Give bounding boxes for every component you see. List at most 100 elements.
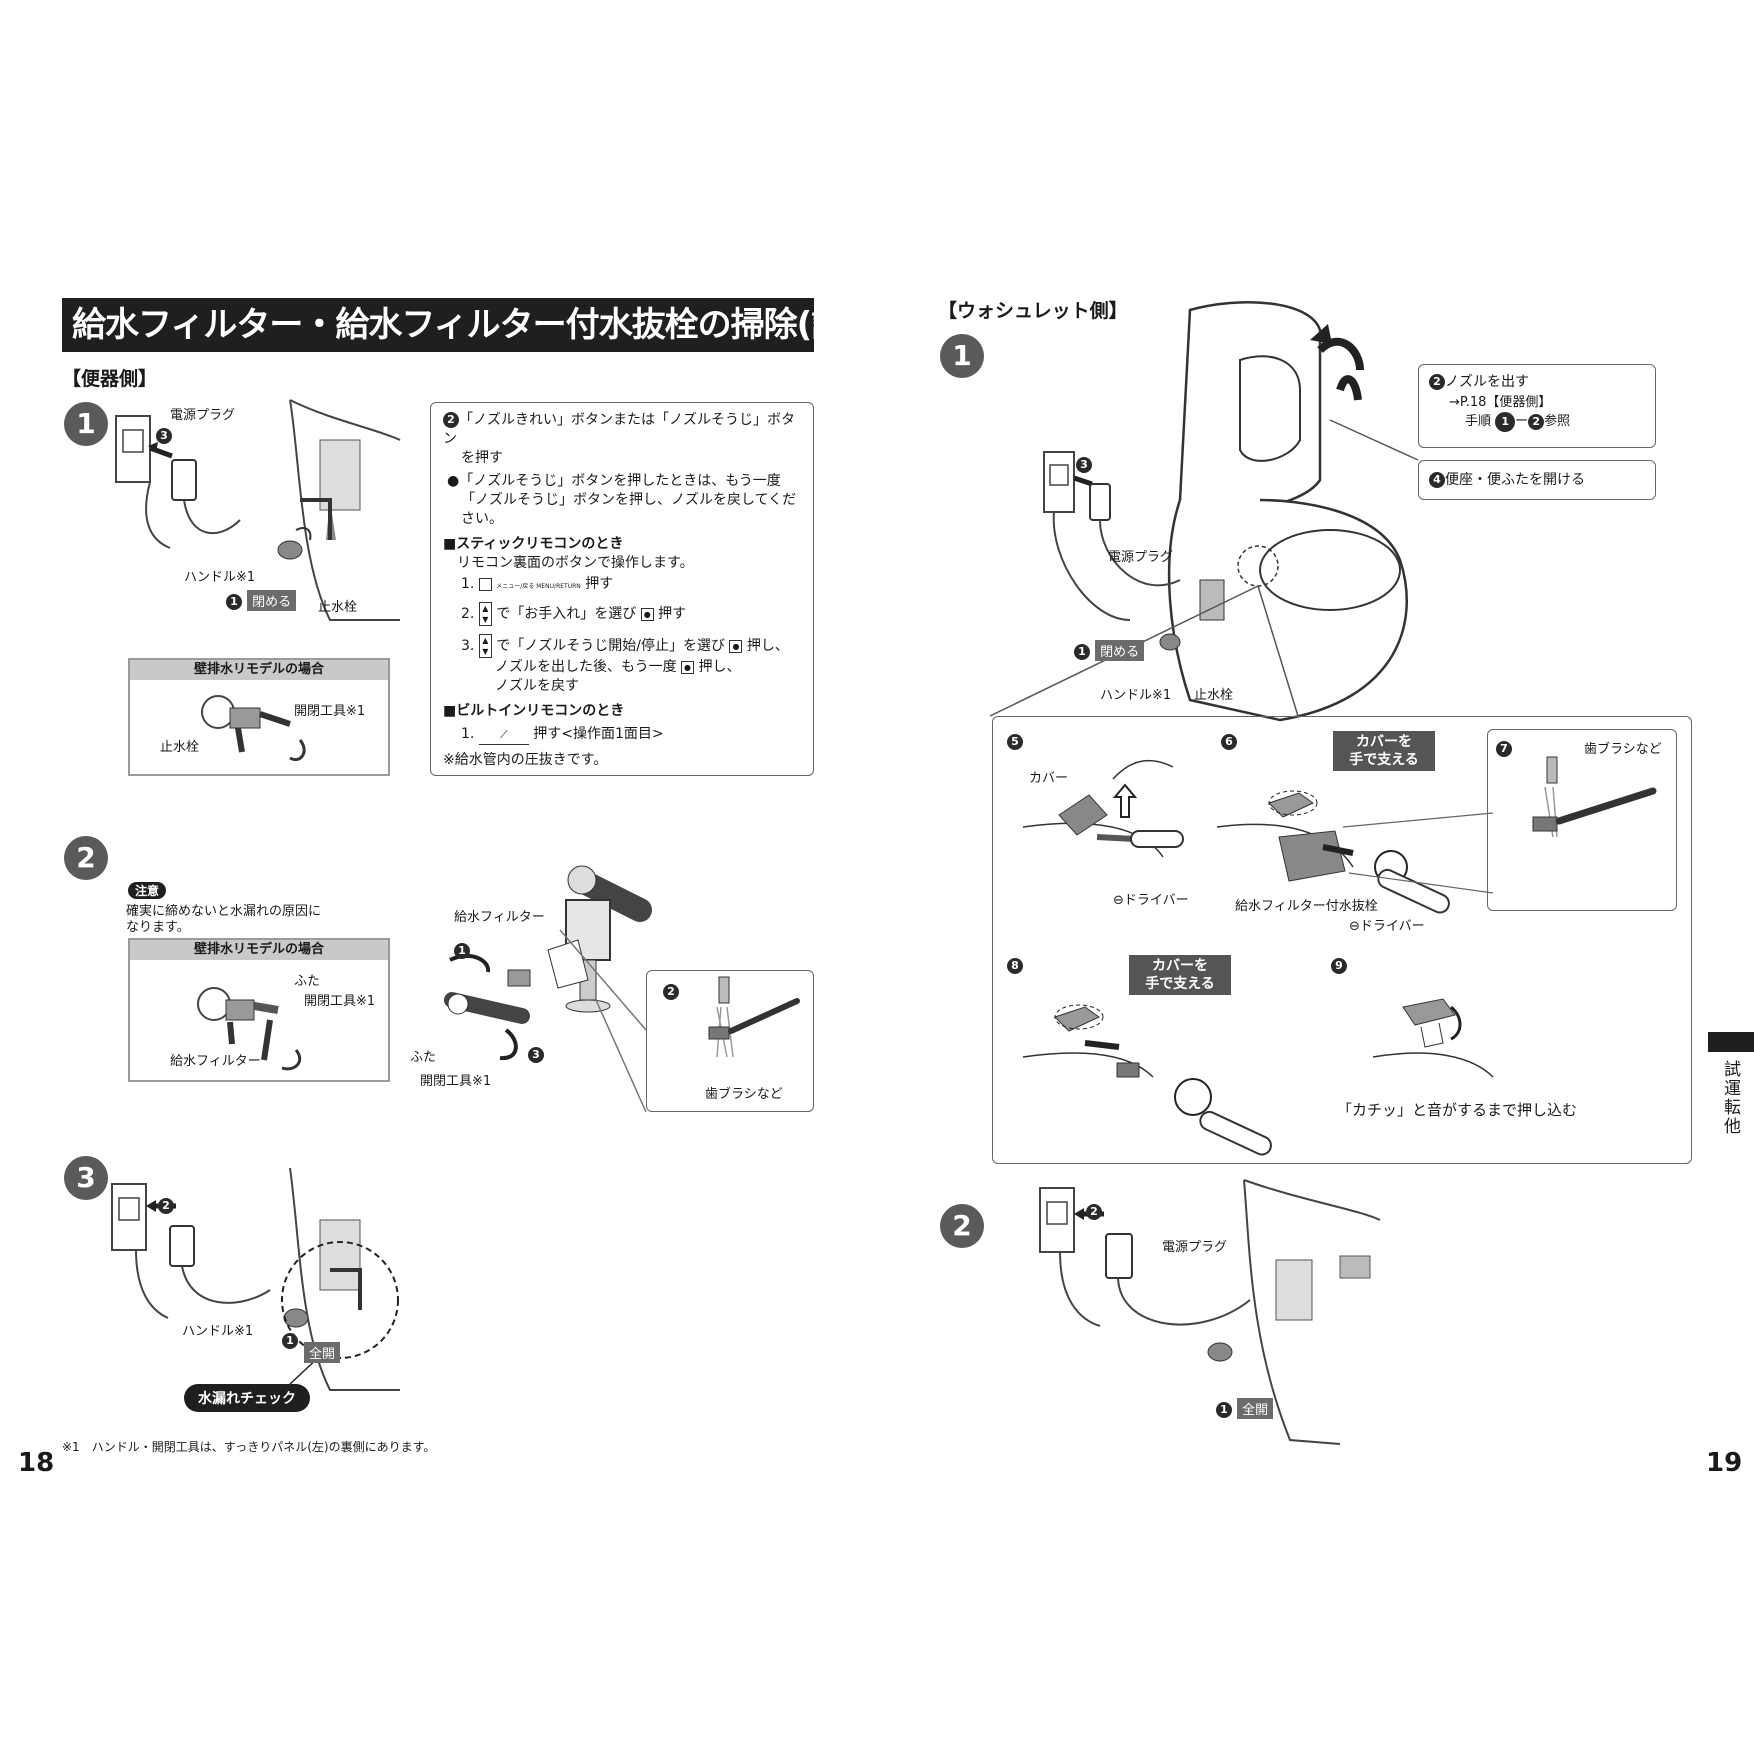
nozzle-ref-step: 手順 [1465, 414, 1492, 429]
nozzle-callout-text: ノズルを出す [1445, 374, 1529, 390]
step2-marker-3: 3 [528, 1046, 544, 1063]
stick1-text: 押す [585, 576, 614, 592]
step3-plug-marker: 2 [158, 1197, 174, 1214]
wall-drain-heading: 壁排水リモデルの場合 [130, 660, 388, 680]
section-head-toilet-side: 【便器側】 [62, 368, 158, 390]
ref-marker-1: 1 [1495, 411, 1516, 432]
r-power-plug-label: 電源プラグ [1108, 550, 1174, 565]
brush-subpanel: 7 歯ブラシなど [1487, 729, 1677, 911]
r-valve-label: 止水栓 [1194, 688, 1234, 703]
r-step2-open-marker: 1 [1216, 1401, 1232, 1418]
chapter-tab-marker [1708, 1032, 1754, 1052]
detail-panel-illustration [1022, 756, 1657, 1156]
menu-key-icon [478, 577, 492, 591]
instr-line1b: を押す [461, 450, 503, 466]
footnote: ※1 ハンドル・開閉工具は、すっきりパネル(左)の裏側にあります。 [62, 1440, 436, 1454]
wall-drain-box-step1: 壁排水リモデルの場合 開閉工具※1 止水栓 [128, 658, 390, 776]
caution-text-2: なります。 [126, 920, 190, 935]
step-3-marker: 3 [156, 427, 172, 444]
instr-step2-marker: 2 [443, 412, 459, 428]
support-cover-callout-8: カバーを 手で支える [1129, 955, 1231, 995]
enter-key-icon: ● [640, 607, 654, 621]
step-3-badge: 3 [64, 1156, 108, 1200]
stick-remote-heading: ■スティックリモコンのとき [443, 536, 624, 552]
menu-key-label: メニュー/戻る MENU/RETURN [496, 583, 581, 590]
tool-label-2: 開閉工具※1 [304, 994, 376, 1009]
filter-drain-plug-label: 給水フィルター付水抜栓 [1235, 899, 1378, 914]
step-1-badge: 1 [64, 402, 108, 446]
panel-step6-marker: 6 [1221, 733, 1237, 750]
instr-bullet: ●「ノズルそうじ」ボタンを押したときは、もう一度 [447, 473, 781, 489]
stick-remote-sub: リモコン裏面のボタンで操作します。 [457, 555, 694, 571]
power-plug-label: 電源プラグ [170, 408, 236, 423]
stick1-num: 1. [461, 576, 475, 592]
r-step2-plug-marker: 2 [1086, 1203, 1102, 1220]
step2-marker-1: 1 [454, 942, 470, 959]
handle-label-step3: ハンドル※1 [182, 1324, 254, 1339]
r-close-marker: 1 [1074, 643, 1090, 660]
r-close-tag: 閉める [1095, 640, 1145, 661]
wall-drain-box-step2: 壁排水リモデルの場合 ふた 開閉工具※1 給水フィルター [128, 938, 390, 1082]
click-in-instruction: 「カチッ」と音がするまで押し込む [1337, 1101, 1578, 1119]
stick3-text-d: 押し、 [698, 659, 741, 675]
support-cover-line1: カバーを [1356, 734, 1412, 750]
brush-illustration [708, 976, 800, 1058]
page-number-right: 19 [1706, 1448, 1743, 1478]
ref-tail: 参照 [1544, 414, 1571, 429]
stick2-text-b: 押す [658, 606, 687, 622]
updown-key-icon: ▲▼ [478, 602, 492, 626]
seat-callout-text: 便座・便ふたを開ける [1445, 472, 1585, 488]
builtin1-num: 1. [461, 726, 475, 742]
builtin1-text: 押す<操作面1面目> [533, 726, 664, 742]
toothbrush-label: 歯ブラシなど [705, 1087, 783, 1102]
caution-tag: 注意 [128, 882, 167, 899]
stop-valve-label: 止水栓 [318, 600, 358, 615]
stick2-text: で「お手入れ」を選び [496, 606, 637, 622]
nozzle-callout-marker: 2 [1429, 374, 1445, 390]
flathead-driver-label: ⊖ドライバー [1113, 893, 1189, 908]
stick3-text: で「ノズルそうじ開始/停止」を選び [496, 638, 725, 654]
filter-label-main: 給水フィルター [454, 910, 545, 925]
step-1-marker: 1 [226, 593, 242, 610]
enter-key-icon-2: ● [729, 639, 743, 653]
leak-check-badge: 水漏れチェック [184, 1384, 310, 1412]
r-handle-label: ハンドル※1 [1100, 688, 1172, 703]
brush-step-marker: 2 [663, 983, 679, 1000]
lid-label-main: ふた [410, 1050, 437, 1065]
page-title: 給水フィルター・給水フィルター付水抜栓の掃除(試運転後) [62, 298, 959, 352]
r-step1-plug-marker: 3 [1076, 456, 1092, 473]
instr-bullet-b: 「ノズルそうじ」ボタンを押し、ノズルを戻してくだ [461, 492, 797, 508]
updown-key-icon-2: ▲▼ [478, 634, 492, 658]
flathead-driver-label-6: ⊖ドライバー [1349, 919, 1425, 934]
stick3-text-c: ノズルを出した後、もう一度 [495, 659, 677, 675]
toothbrush-label-7: 歯ブラシなど [1584, 742, 1662, 757]
full-open-tag: 全開 [304, 1342, 341, 1363]
valve-label: 止水栓 [160, 740, 200, 755]
ref-dash: ー [1515, 414, 1529, 429]
step-2-badge: 2 [64, 836, 108, 880]
support-cover-8-line1: カバーを [1152, 958, 1208, 974]
cover-label: カバー [1029, 771, 1069, 786]
enter-key-icon-3: ● [681, 660, 695, 674]
panel-step5-marker: 5 [1007, 733, 1023, 750]
instr-bullet-c: さい。 [461, 511, 503, 527]
handle-label: ハンドル※1 [184, 570, 256, 585]
support-cover-callout-6: カバーを 手で支える [1333, 731, 1435, 771]
chapter-tab-label: 試運転他 [1720, 1060, 1740, 1136]
valve-illustration [201, 695, 306, 761]
instr-line1: 「ノズルきれい」ボタンまたは「ノズルそうじ」ボタン [443, 412, 795, 447]
step3-open-marker: 1 [282, 1332, 298, 1349]
right-step-1-badge: 1 [940, 334, 984, 378]
tool-label-main: 開閉工具※1 [420, 1074, 492, 1089]
filter-label: 給水フィルター [170, 1054, 261, 1069]
support-cover-line2: 手で支える [1349, 752, 1419, 768]
nozzle-button-icon: ⟋ [478, 725, 529, 745]
r-step2-plug-label: 電源プラグ [1162, 1240, 1228, 1255]
pressure-note: ※給水管内の圧抜きです。 [443, 752, 608, 768]
